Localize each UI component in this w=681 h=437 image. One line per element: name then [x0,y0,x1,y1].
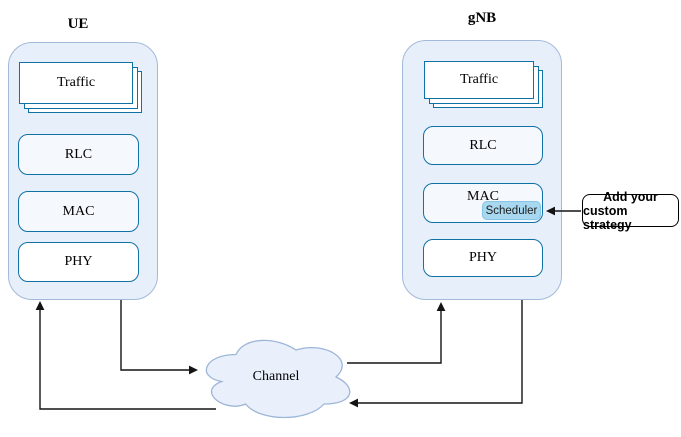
ue-phy-label: PHY [64,254,93,269]
channel-to-ue-arrow [39,309,216,410]
gnb-traffic-box: Traffic [424,61,534,99]
ue-rlc-box: RLC [18,134,139,175]
ue-rlc-label: RLC [64,146,93,162]
arrowhead-up-icon [436,302,446,311]
gnb-title: gNB [467,10,497,26]
ue-to-channel-arrow [120,300,190,371]
gnb-traffic-stack: Traffic [424,61,543,108]
arrowhead-up-icon [35,301,45,310]
gnb-rlc-box: RLC [423,126,543,165]
ue-mac-box: MAC [18,191,139,232]
channel-label: Channel [252,369,300,384]
gnb-mac-box: MAC Scheduler [423,183,543,223]
gnb-mac-label: MAC [467,189,499,204]
ue-mac-label: MAC [62,203,95,219]
annotation-line-1: Add your [603,189,658,204]
gnb-rlc-label: RLC [469,137,497,153]
channel-to-gnb-arrow [347,310,442,364]
scheduler-label: Scheduler [485,204,538,217]
ue-traffic-label: Traffic [56,75,96,90]
ue-traffic-stack: Traffic [19,62,142,113]
cloud-icon [205,339,351,419]
gnb-phy-label: PHY [468,250,497,265]
scheduler-chip: Scheduler [482,201,541,220]
ue-phy-box: PHY [18,242,139,282]
ue-traffic-box: Traffic [19,62,133,104]
channel-cloud: Channel [196,332,356,422]
gnb-traffic-label: Traffic [459,72,499,87]
gnb-phy-box: PHY [423,239,543,277]
gnb-to-channel-arrow [357,300,523,404]
annotation-line-2: custom strategy [583,203,632,232]
annotation-box: Add your custom strategy [582,190,679,232]
ue-container: Traffic RLC MAC PHY [8,42,158,300]
cloud-shape [205,339,351,419]
gnb-container: Traffic RLC MAC Scheduler PHY [402,40,562,300]
ue-title: UE [67,16,89,32]
